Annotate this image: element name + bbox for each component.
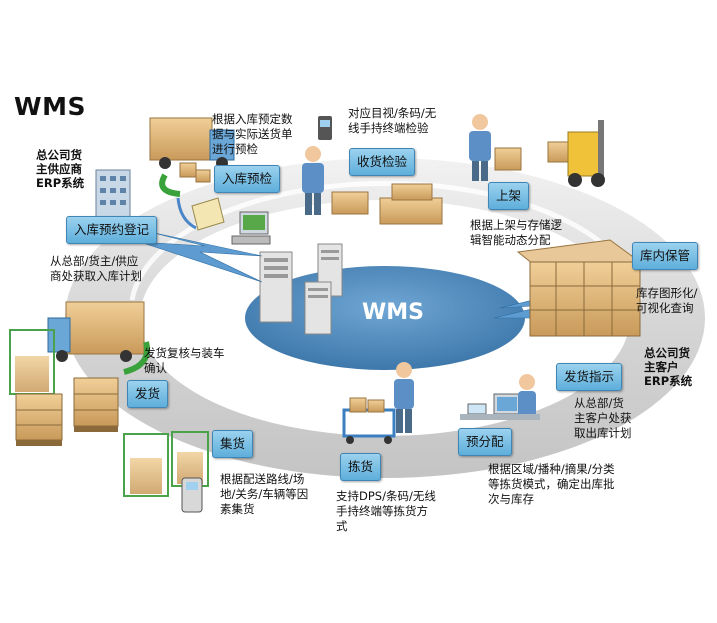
inspector-worker-icon bbox=[302, 146, 324, 215]
step-putaway: 上架 bbox=[488, 182, 530, 210]
supplier-erp-label: 总公司货主供应商ERP系统 bbox=[36, 148, 85, 190]
blue-arrow-icon bbox=[176, 197, 197, 230]
step-picking: 拣货 bbox=[340, 453, 382, 481]
cardboard-box-icon bbox=[331, 183, 443, 225]
pallet-stack-icon bbox=[15, 377, 119, 446]
step-dispatch-order: 发货指示 bbox=[556, 363, 623, 391]
roll-cage-icon bbox=[123, 431, 209, 497]
picking-cart-icon bbox=[342, 397, 396, 444]
warehouse-worker-icon bbox=[469, 114, 522, 181]
handheld-terminal-icon bbox=[181, 477, 203, 513]
step-consolidate: 集货 bbox=[212, 430, 254, 458]
note-consolidate: 根据配送路线/场地/关务/车辆等因素集货 bbox=[220, 472, 309, 516]
step-receive-check: 收货检验 bbox=[349, 148, 416, 176]
diagram-title: WMS bbox=[14, 92, 86, 121]
note-ship: 发货复核与装车确认 bbox=[144, 346, 225, 375]
note-putaway: 根据上架与存储逻辑智能动态分配 bbox=[470, 218, 562, 247]
step-pre-allocate: 预分配 bbox=[458, 428, 512, 456]
shipping-cage-icon bbox=[9, 329, 55, 395]
note-picking: 支持DPS/条码/无线手持终端等拣货方式 bbox=[336, 489, 436, 533]
picking-worker-icon bbox=[394, 362, 414, 433]
note-reservation: 从总部/货主/供应商处获取入库计划 bbox=[50, 254, 142, 283]
step-precheck: 入库预检 bbox=[214, 165, 281, 193]
step-ship: 发货 bbox=[127, 380, 169, 408]
note-precheck: 根据入库预定数据与实际送货单进行预检 bbox=[212, 112, 293, 156]
green-loading-arrow-icon bbox=[123, 341, 150, 375]
server-icon bbox=[259, 243, 343, 335]
building-icon bbox=[95, 169, 131, 219]
note-storage: 库存图形化/可视化查询 bbox=[636, 286, 698, 315]
storage-rack-icon bbox=[516, 239, 642, 337]
operator-computer-icon bbox=[460, 374, 540, 420]
note-pre-allocate: 根据区域/播种/摘果/分类等拣货模式，确定出库批次与库存 bbox=[488, 462, 615, 506]
delivery-truck-icon bbox=[149, 117, 235, 183]
green-arrow-icon bbox=[159, 173, 181, 197]
computer-icon bbox=[231, 211, 271, 245]
step-storage: 库内保管 bbox=[632, 242, 699, 270]
step-reservation: 入库预约登记 bbox=[66, 216, 158, 244]
forklift-icon bbox=[547, 120, 605, 187]
center-wms-label: WMS bbox=[362, 300, 425, 325]
customer-erp-label: 总公司货主客户ERP系统 bbox=[644, 346, 693, 388]
shipping-truck-icon bbox=[47, 301, 145, 362]
document-icon bbox=[191, 197, 225, 231]
note-dispatch-order: 从总部/货主客户处获取出库计划 bbox=[574, 396, 632, 440]
handheld-scanner-icon bbox=[318, 116, 332, 140]
note-receive-check: 对应目视/条码/无线手持终端检验 bbox=[348, 106, 437, 135]
